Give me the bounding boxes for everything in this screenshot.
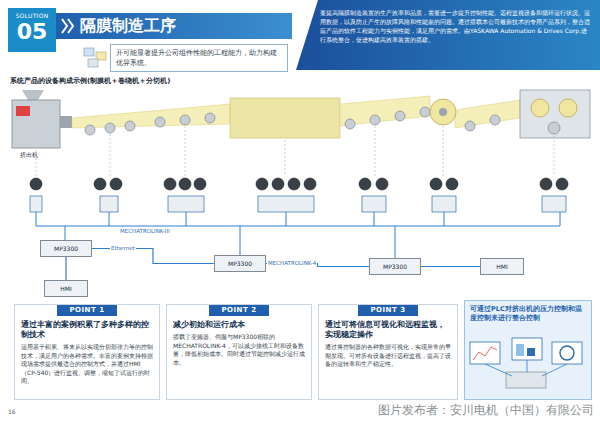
point-panel: POINT 1 通过丰富的案例积累了多种多样的控制技术运用基于积累、将来从以实现分… <box>14 304 160 400</box>
solution-badge: SOLUTION05 <box>8 8 56 52</box>
intro-panel: 要提高隔膜制造装置的生产效率和品质，需要进一步提升控制性能、远程监视设备和循环运… <box>318 6 594 47</box>
page-title: 隔膜制造工序 <box>80 16 176 36</box>
controller-box: MP3300 <box>214 255 266 272</box>
node-text: 05 <box>8 19 56 45</box>
network-wire <box>36 212 560 258</box>
node-text: 减少初始和运行成本 <box>173 320 305 330</box>
point-panel: POINT 2 减少初始和运行成本搭载了变频器、伺服与MP3300相联的MECHA… <box>166 304 312 400</box>
network-label: MECHATROLINK-III <box>120 228 170 234</box>
node-text: 可通过PLC对挤出机的压力控制和温度控制来进行整合控制 <box>470 305 586 323</box>
node-text: SOLUTION <box>8 12 56 19</box>
extruder <box>12 90 72 148</box>
connector-label: MECHATROLINK-4 <box>267 260 317 267</box>
connector-label: Ethernet <box>110 245 136 252</box>
page-number: 16 <box>8 408 16 415</box>
servo-motor <box>30 178 568 190</box>
controller-box: MP3300 <box>40 240 92 257</box>
point-tab: POINT 2 <box>209 305 269 316</box>
subtitle-box: 开可能显著提升公司组件性能的工程能力，助力构建优异系统。 <box>110 44 288 72</box>
point-panel: POINT 3 通过可将信息可视化和远程监视，实现稳定操作通过将控制器的各种数据可… <box>318 304 458 400</box>
hmi-box: HMI <box>480 258 524 275</box>
network-connector <box>421 266 480 267</box>
film-path <box>72 96 520 138</box>
point-tab: POINT 3 <box>358 305 418 316</box>
controller-box: MP3300 <box>369 258 421 275</box>
node-text: 要提高隔膜制造装置的生产效率和品质，需要进一步提升控制性能、远程监视设备和循环运… <box>320 8 592 44</box>
leader-line <box>36 126 554 176</box>
node-text: HMI <box>47 285 85 292</box>
watermark: 图片发布者：安川电机（中国）有限公司 <box>378 402 594 419</box>
node-text: MP3300 <box>217 260 263 267</box>
node-text: HMI <box>483 263 521 270</box>
hmi-box: HMI <box>44 280 88 297</box>
screen-illustration <box>466 336 586 394</box>
node-text: 运用基于积累、将来从以实现分切部张力等的控制技术，满足用户的各种需求。丰富的案例… <box>21 343 153 386</box>
winder <box>430 99 456 125</box>
slitter <box>520 90 590 138</box>
node-text: MP3300 <box>43 245 89 252</box>
chevron <box>68 19 73 33</box>
section-caption: 系统产品的设备构成示例(制膜机＋卷绕机＋分切机) <box>10 76 170 86</box>
node-text: 搭载了变频器、伺服与MP3300相联的MECHATROLINK-4，可以减少接线… <box>173 333 305 367</box>
machine-label: 挤出机 <box>20 151 38 160</box>
servo-amplifier <box>30 196 566 212</box>
chevron <box>62 19 67 33</box>
point-tab: POINT 1 <box>57 305 117 316</box>
header-panel <box>296 0 600 70</box>
network-connector <box>65 257 66 280</box>
node-text: 开可能显著提升公司组件性能的工程能力，助力构建优异系统。 <box>116 48 282 68</box>
node-text: MP3300 <box>372 263 418 270</box>
node-text: 通过可将信息可视化和远程监视，实现稳定操作 <box>325 320 451 340</box>
subtitle-icon <box>84 48 106 67</box>
node-text: 通过将控制器的各种数据可视化，实现异常的早期发现。可对所有设备进行远程监视，提高… <box>325 343 451 369</box>
node-text: 通过丰富的案例积累了多种多样的控制技术 <box>21 320 153 340</box>
title-band <box>56 13 292 39</box>
